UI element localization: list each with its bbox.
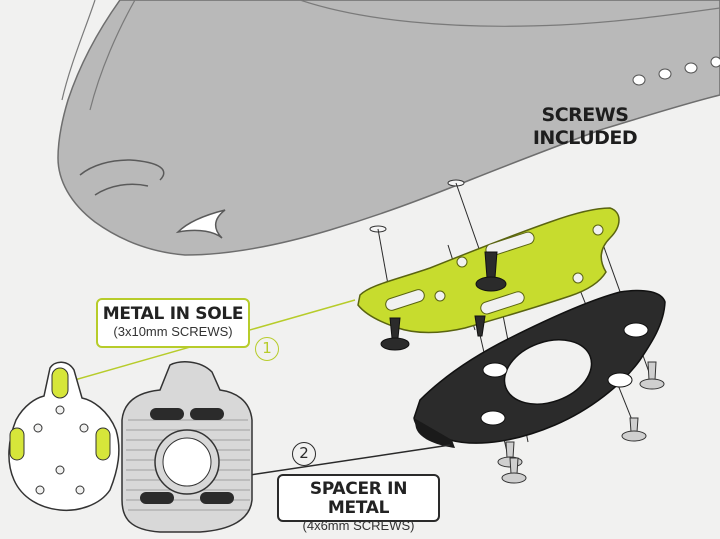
screws-label-line1: SCREWS [541, 104, 629, 126]
screw-icon-light [497, 361, 665, 484]
screws-label-line2: INCLUDED [532, 127, 638, 149]
leader-line-spacer [229, 444, 451, 479]
screws-included-label: SCREWS INCLUDED [520, 104, 650, 150]
metal-in-sole-subtitle: (3x10mm SCREWS) [113, 324, 233, 339]
spacer-in-metal-title: SPACER IN METAL [309, 479, 408, 518]
cleat-front [8, 361, 120, 512]
black-spacer-plate [413, 289, 666, 448]
spacer-in-metal-callout: SPACER IN METAL (4x6mm SCREWS) [277, 474, 440, 533]
cleat-back [121, 361, 253, 533]
metal-in-sole-title: METAL IN SOLE [102, 304, 244, 324]
screw-icon [380, 251, 507, 351]
spacer-in-metal-subtitle: (4x6mm SCREWS) [302, 518, 415, 533]
marker-2: 2 [292, 442, 316, 466]
shoe-sole-illustration [57, 0, 720, 256]
metal-in-sole-callout: METAL IN SOLE (3x10mm SCREWS) [96, 298, 250, 348]
marker-1: 1 [255, 337, 279, 361]
